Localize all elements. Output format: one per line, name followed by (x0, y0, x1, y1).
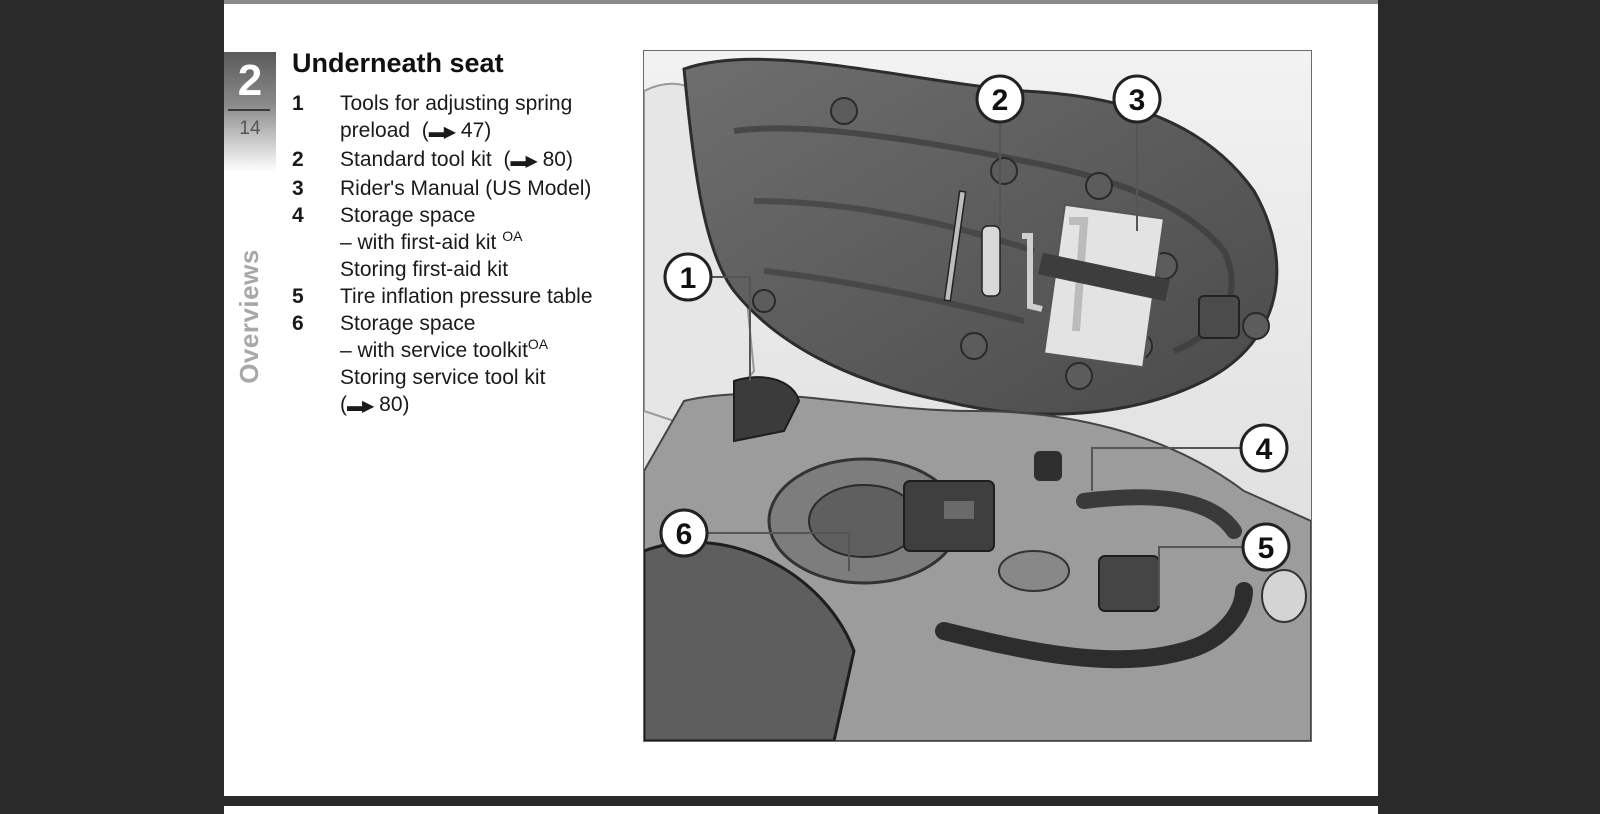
svg-text:4: 4 (1256, 433, 1273, 466)
legend-line: preload (340, 119, 411, 142)
spring-adjust-tool (733, 376, 801, 443)
legend-text: Tools for adjusting spring preload (▬▶ 4… (340, 90, 622, 146)
svg-text:2: 2 (992, 84, 1009, 117)
legend-item: 1 Tools for adjusting spring preload (▬▶… (292, 90, 622, 146)
chapter-tab (224, 52, 276, 172)
legend-item: 6 Storage space – with service toolkitOA… (292, 310, 622, 420)
option-badge: OA (502, 228, 523, 244)
wrench-tool (1069, 217, 1089, 332)
legend-list: 1 Tools for adjusting spring preload (▬▶… (292, 90, 622, 420)
page-number: 14 (239, 118, 261, 139)
legend-line: Storing first-aid kit (340, 258, 509, 281)
page-title: Underneath seat (292, 48, 504, 78)
rubber-stopper (1034, 451, 1062, 481)
legend-text: Storage space – with service toolkitOA S… (340, 310, 622, 420)
screwdriver-tool (981, 225, 1001, 297)
legend-text: Storage space – with first-aid kit OA St… (340, 202, 622, 283)
legend-number: 3 (292, 177, 304, 200)
page-arrow-icon: ▬▶ (347, 398, 374, 415)
legend-item: 4 Storage space – with first-aid kit OA … (292, 202, 622, 283)
chapter-number: 2 (237, 56, 263, 105)
section-label-text: Overviews (233, 249, 264, 384)
legend-line: Tire inflation pressure table (340, 285, 593, 308)
legend-line: Tools for adjusting spring (340, 92, 573, 115)
motorcycle-underseat-drawing: 1 2 3 4 5 6 (644, 51, 1311, 741)
page-arrow-icon: ▬▶ (510, 153, 537, 170)
svg-text:3: 3 (1129, 84, 1146, 117)
legend-text: Tire inflation pressure table (340, 283, 622, 310)
page-reference[interactable]: (▬▶ 80) (503, 148, 573, 171)
svg-text:5: 5 (1258, 532, 1275, 565)
legend-line: – with service toolkit (340, 339, 528, 362)
tool-bar (943, 190, 967, 302)
legend-line: Storage space (340, 204, 476, 227)
legend-line: Storage space (340, 312, 476, 335)
page-reference[interactable]: (▬▶ 47) (421, 119, 492, 142)
callout-1: 1 (663, 252, 713, 302)
legend-line: Standard tool kit (340, 148, 492, 171)
page-arrow-icon: ▬▶ (428, 124, 456, 141)
legend-item: 3 Rider's Manual (US Model) (292, 175, 622, 202)
legend-line: – with first-aid kit (340, 231, 497, 254)
legend-text: Rider's Manual (US Model) (340, 175, 622, 202)
legend-item: 5 Tire inflation pressure table (292, 283, 622, 310)
legend-line: Storing service tool kit (340, 366, 546, 389)
callout-6: 6 (659, 508, 709, 558)
legend-line: Rider's Manual (US Model) (340, 177, 592, 200)
callout-4: 4 (1239, 423, 1289, 473)
legend-number: 2 (292, 148, 304, 171)
seat-illustration: 1 2 3 4 5 6 (643, 50, 1312, 742)
tail-electronics (1098, 555, 1160, 612)
allen-key-tool (1022, 233, 1043, 312)
page-reference[interactable]: (▬▶ 80) (340, 393, 410, 416)
grab-handle (935, 582, 1253, 669)
svg-text:6: 6 (676, 518, 693, 551)
legend-number: 6 (292, 312, 304, 335)
callout-5: 5 (1241, 522, 1291, 572)
legend-number: 4 (292, 204, 304, 227)
svg-text:1: 1 (680, 262, 697, 295)
section-side-label: Overviews (232, 244, 266, 389)
seat-pads (752, 97, 1270, 390)
legend-number: 5 (292, 285, 304, 308)
legend-text: Standard tool kit (▬▶ 80) (340, 146, 622, 175)
option-badge: OA (527, 336, 549, 352)
legend-item: 2 Standard tool kit (▬▶ 80) (292, 146, 622, 175)
callout-3: 3 (1112, 74, 1162, 124)
turn-indicator (1261, 569, 1307, 623)
manual-page: 2 14 Overviews Underneath seat 1 Tools f… (224, 0, 1378, 796)
chapter-divider (228, 109, 270, 111)
callout-2: 2 (975, 74, 1025, 124)
seat-lock-block (1198, 295, 1240, 339)
legend-number: 1 (292, 92, 304, 115)
retaining-strap (1038, 252, 1170, 302)
next-page-edge (224, 806, 1378, 814)
